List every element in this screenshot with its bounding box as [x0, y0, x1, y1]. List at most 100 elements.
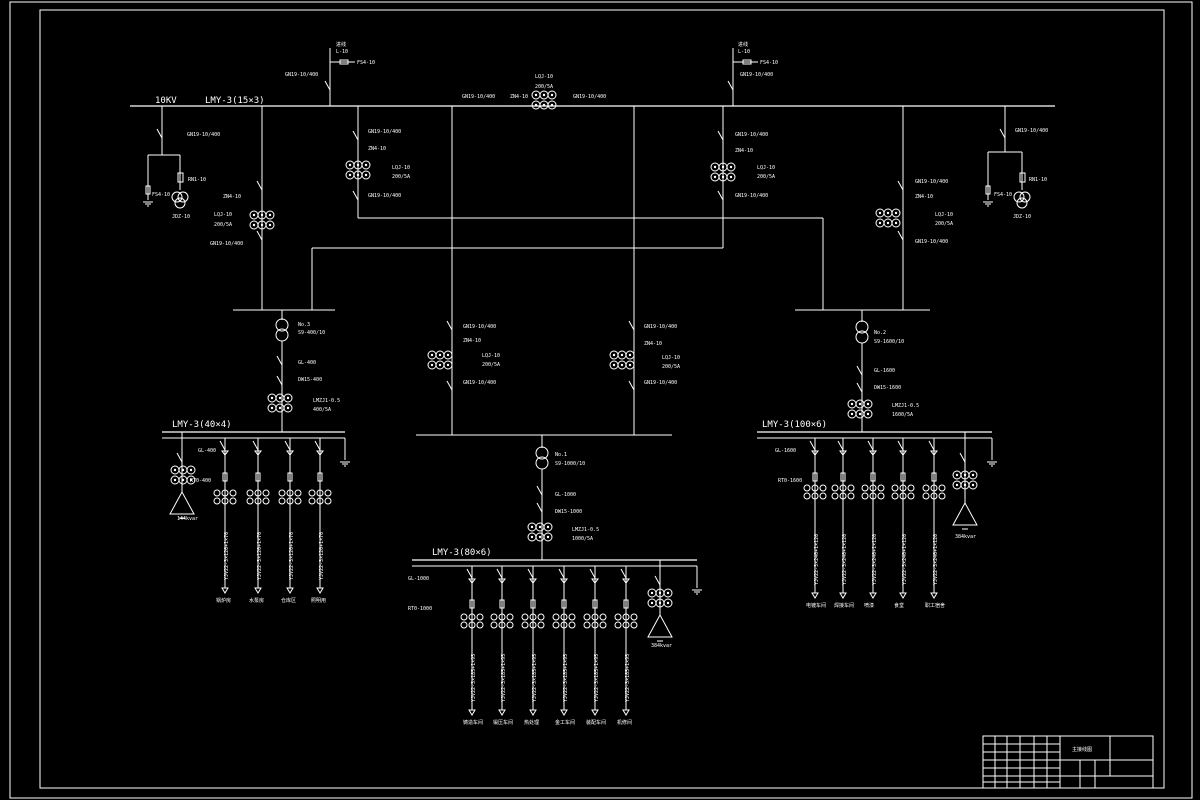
right-outgoing-load-label: 焊接车间: [834, 602, 854, 609]
left-outgoing-load-label: 照明用: [311, 598, 326, 604]
bus-tie-breaker: ZN4-10: [510, 94, 528, 100]
incoming-left-disconnector: GN19-10/400: [285, 72, 318, 78]
feeder-c-ct-ratio: 200/5A: [935, 221, 953, 227]
right-bus-breaker: GL-1600: [775, 448, 796, 454]
feeder-b-center-disc-bottom: GN19-10/400: [463, 380, 496, 386]
center-outgoing-load-label: 金工车间: [555, 719, 575, 726]
right-outgoing-branch: YJV22-3×240+1×120 电镀车间: [803, 438, 827, 609]
center-outgoing-cable-label: YJV22-3×185+1×95: [471, 654, 477, 702]
center-outgoing-branch: YJV22-3×185+1×95 机修间: [614, 566, 638, 726]
right-outgoing-load-label: 喷漆: [864, 602, 874, 609]
feeder-c-breaker: ZN4-10: [915, 194, 933, 200]
tx-center-ct-ratio: 1000/5A: [572, 536, 593, 542]
incoming-left-source2: L-10: [336, 49, 348, 55]
feeder-a: ZN4-10 LQJ-10 200/5A GN19-10/400: [210, 106, 274, 310]
left-outgoing-cable-label: YJV22-3×120+1×70: [224, 532, 230, 580]
tx-left-name: No.3: [298, 322, 310, 328]
right-outgoing-cable-label: YJV22-3×240+1×120: [842, 534, 848, 585]
incoming-right-disconnector: GN19-10/400: [740, 72, 773, 78]
transformer-center: No.1 S9-1000/10 GL-1000 DW15-1000 LMZJ1-…: [528, 435, 599, 560]
center-outgoing-load-label: 铸造车间: [463, 719, 483, 726]
right-lv-bus-label: LMY-3(100×6): [762, 420, 827, 430]
pt-left-model: JDZ-10: [172, 214, 190, 220]
pt-right-disconnector: GN19-10/400: [1015, 128, 1048, 134]
right-outgoing-cable-label: YJV22-3×240+1×120: [872, 534, 878, 585]
feeder-b-disc-top: GN19-10/400: [368, 129, 401, 135]
capacitor-left-label: 144kvar: [177, 516, 198, 522]
feeder-d: GN19-10/400 ZN4-10 LQJ-10 200/5A GN19-10…: [311, 106, 775, 310]
tx-center-ct: LMZJ1-0.5: [572, 527, 599, 533]
tx-left-disconnector: DW15-400: [298, 377, 322, 383]
tx-center-model: S9-1000/10: [555, 461, 585, 467]
right-outgoing-cable-label: YJV22-3×240+1×120: [902, 534, 908, 585]
feeder-c: GN19-10/400 ZN4-10 LQJ-10 200/5A GN19-10…: [876, 106, 953, 310]
right-fuse-label: RT0-1600: [778, 478, 802, 484]
feeder-a-disconnector: GN19-10/400: [210, 241, 243, 247]
center-outgoing-cable-label: YJV22-3×185+1×95: [501, 654, 507, 702]
pt-right: GN19-10/400 RN1-10 FS4-10 JDZ-10: [982, 106, 1048, 220]
tx-left-ct: LMZJ1-0.5: [313, 398, 340, 404]
left-fuse-label: RT0-400: [190, 478, 211, 484]
feeder-b-breaker: ZN4-10: [368, 146, 386, 152]
bus-tie-disc-left: GN19-10/400: [462, 94, 495, 100]
bus-tie-disc-right: GN19-10/400: [573, 94, 606, 100]
left-outgoing-load-label: 水泵房: [249, 597, 264, 604]
feeder-b-disc-bottom: GN19-10/400: [368, 193, 401, 199]
center-lv-bus-label: LMY-3(80×6): [432, 548, 492, 558]
feeder-b-ct: LQJ-10: [392, 165, 410, 171]
feeder-b-ct-ratio: 200/5A: [392, 174, 410, 180]
feeder-a-ct: LQJ-10: [214, 212, 232, 218]
incoming-right-source2: L-10: [738, 49, 750, 55]
tx-right-ct: LMZJ1-0.5: [892, 403, 919, 409]
bus-tie-ct-ratio: 200/5A: [535, 84, 553, 90]
transformer-right: No.2 S9-1600/10 GL-1600 DW15-1600 LMZJ1-…: [848, 310, 919, 432]
tx-left-model: S9-400/10: [298, 330, 325, 336]
right-outgoing-cable-label: YJV22-3×240+1×120: [814, 534, 820, 585]
center-outgoing-load-label: 热处理: [524, 719, 539, 726]
pt-right-arrester: FS4-10: [994, 192, 1012, 198]
tx-center-name: No.1: [555, 452, 567, 458]
left-outgoing-feeders: YJV22-3×120+1×70 锅炉房 YJV22-3×120+1×70 水泵房 YJ…: [213, 438, 332, 604]
feeder-a-breaker: ZN4-10: [223, 194, 241, 200]
bus-tie-ct: LQJ-10: [535, 74, 553, 80]
capacitor-center-label: 384kvar: [651, 643, 672, 649]
feeder-b-center-ct: LQJ-10: [482, 353, 500, 359]
capacitor-center: 384kvar: [647, 560, 673, 649]
left-outgoing-branch: YJV22-3×120+1×70 锅炉房: [213, 438, 237, 604]
tx-center-breaker: GL-1000: [555, 492, 576, 498]
pt-right-model: JDZ-10: [1013, 214, 1031, 220]
feeder-b-center-ct-ratio: 200/5A: [482, 362, 500, 368]
pt-left-arrester: FS4-10: [152, 192, 170, 198]
left-outgoing-cable-label: YJV22-3×120+1×70: [289, 532, 295, 580]
feeder-d-disc-top: GN19-10/400: [735, 132, 768, 138]
tx-right-name: No.2: [874, 330, 886, 336]
pt-right-fuse: RN1-10: [1029, 177, 1047, 183]
feeder-c-center-ct-ratio: 200/5A: [662, 364, 680, 370]
center-outgoing-load-label: 锻压车间: [493, 719, 513, 726]
left-outgoing-branch: YJV22-3×120+1×70 照明用: [308, 438, 332, 604]
feeder-b-center-breaker: ZN4-10: [463, 338, 481, 344]
right-outgoing-load-label: 电镀车间: [806, 602, 826, 609]
center-outgoing-cable-label: YJV22-3×185+1×95: [625, 654, 631, 702]
feeder-d-ct: LQJ-10: [757, 165, 775, 171]
center-outgoing-cable-label: YJV22-3×185+1×95: [563, 654, 569, 702]
center-outgoing-load-label: 机修间: [617, 719, 632, 726]
incoming-right-source: 进线: [738, 41, 748, 48]
feeder-d-disc-bottom: GN19-10/400: [735, 193, 768, 199]
title-block: 主接线图: [982, 735, 1154, 789]
center-outgoing-cable-label: YJV22-3×185+1×95: [594, 654, 600, 702]
feeder-b: GN19-10/400 ZN4-10 LQJ-10 200/5A GN19-10…: [346, 106, 824, 310]
left-outgoing-cable-label: YJV22-3×120+1×70: [257, 532, 263, 580]
pt-left-disconnector: GN19-10/400: [187, 132, 220, 138]
left-outgoing-load-label: 仓库区: [281, 597, 296, 604]
incoming-left-arrester: FS4-10: [357, 60, 375, 66]
feeder-d-ct-ratio: 200/5A: [757, 174, 775, 180]
pt-left-fuse: RN1-10: [188, 177, 206, 183]
left-outgoing-load-label: 锅炉房: [216, 597, 231, 604]
feeder-c-disc-bottom: GN19-10/400: [915, 239, 948, 245]
left-outgoing-cable-label: YJV22-3×120+1×70: [319, 532, 325, 580]
feeder-b-center-disc-top: GN19-10/400: [463, 324, 496, 330]
